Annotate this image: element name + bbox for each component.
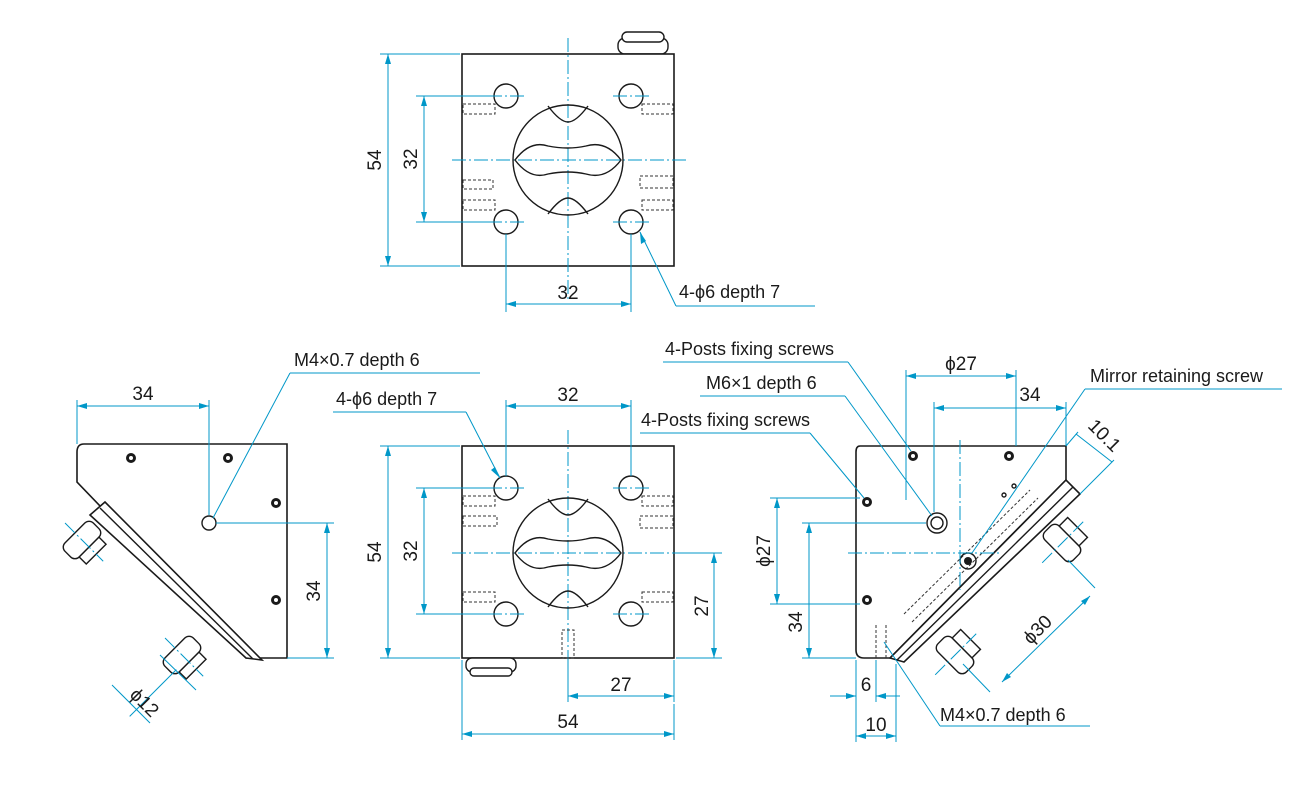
front-view-dim-32-v: 32: [401, 487, 494, 615]
top-view-dim-54-text: 54: [365, 149, 386, 171]
top-view-bore: [512, 104, 624, 216]
right-view-screws: [862, 451, 1017, 605]
left-view-screws: [126, 453, 281, 605]
right-view-leader-mirror: Mirror retaining screw: [971, 366, 1282, 554]
front-view-knob: [465, 657, 517, 677]
front-view-dim-54h-text: 54: [557, 712, 579, 733]
front-view-hidden-threads: [462, 495, 674, 659]
right-view-knob-lower: [933, 628, 982, 677]
right-view-mirror-label: Mirror retaining screw: [1090, 366, 1264, 386]
right-view-dim-6: 6: [830, 660, 900, 742]
top-view-hidden-threads: [462, 103, 674, 211]
left-view-dim-34-v: 34: [216, 522, 334, 659]
left-view-knob-upper: [62, 520, 108, 566]
top-view-dim-32-h: 32: [505, 234, 632, 312]
right-view-dim-phi27-top-text: ϕ27: [945, 354, 977, 375]
right-view-leader-posts-1: 4-Posts fixing screws: [663, 339, 912, 452]
front-view-dim-54-text: 54: [365, 541, 386, 563]
front-view-bore: [512, 497, 624, 609]
right-view-dim-34-top-text: 34: [1019, 385, 1041, 406]
right-view-dim-phi27-left-text: ϕ27: [754, 535, 775, 567]
right-view: 4-Posts fixing screws M6×1 depth 6 4-Pos…: [640, 339, 1282, 742]
top-view-holes-label: 4-ϕ6 depth 7: [679, 282, 780, 302]
top-view: 54 32 32 4-ϕ6 depth 7: [365, 31, 815, 312]
left-view-dim-34-h: 34: [76, 384, 210, 515]
right-view-dim-34-top: 34: [933, 385, 1067, 512]
left-view-dim-34v-text: 34: [304, 580, 325, 602]
right-view-body: [855, 445, 1067, 659]
front-view-dim-54: 54: [365, 445, 460, 659]
right-view-dim-34-left-text: 34: [786, 611, 807, 633]
left-view-leader-tap: M4×0.7 depth 6: [212, 350, 480, 519]
right-view-dim-phi27-left: ϕ27: [754, 497, 860, 605]
left-view-body: [76, 443, 288, 659]
left-view: 34 34 M4×0.7 depth 6 ϕ12: [62, 350, 480, 724]
right-view-leader-tap: M4×0.7 depth 6: [883, 641, 1090, 727]
right-view-leader-posts-2: 4-Posts fixing screws: [640, 410, 865, 499]
right-view-knob-upper: [1040, 516, 1089, 565]
front-view-dim-27v-text: 27: [692, 595, 713, 616]
right-view-dim-10: 10: [856, 664, 897, 742]
right-view-posts-label-1: 4-Posts fixing screws: [665, 339, 834, 359]
left-view-dim-phi12-text: ϕ12: [125, 684, 162, 721]
top-view-dim-54: 54: [365, 53, 460, 267]
right-view-dim-10-1-text: 10.1: [1083, 416, 1124, 457]
right-view-m6-label: M6×1 depth 6: [706, 373, 817, 393]
right-view-dim-phi30-text: ϕ30: [1019, 611, 1056, 648]
top-view-leader-holes: 4-ϕ6 depth 7: [639, 231, 815, 307]
front-view-dim-27-v: 27: [676, 552, 722, 659]
top-view-dim-32v-text: 32: [401, 148, 422, 169]
front-view-dim-32h-text: 32: [557, 385, 578, 406]
right-view-dim-6-text: 6: [861, 675, 872, 696]
left-view-dim-34h-text: 34: [132, 384, 154, 405]
front-view-dim-27h-text: 27: [610, 675, 631, 696]
front-view-dim-32-h: 32: [505, 385, 632, 476]
left-view-knob-lower: [162, 635, 208, 681]
right-view-dim-10-1: 10.1: [1065, 416, 1124, 495]
front-view: 4-ϕ6 depth 7 32 54 32: [333, 385, 722, 740]
front-view-dim-32v-text: 32: [401, 540, 422, 561]
front-view-dim-54-h: 54: [461, 660, 675, 740]
right-view-dim-10-text: 10: [865, 715, 886, 736]
front-view-leader-holes: 4-ϕ6 depth 7: [333, 389, 501, 479]
top-view-dim-32-v: 32: [401, 95, 494, 223]
top-view-knob: [617, 31, 669, 55]
front-view-dim-27-h: 27: [567, 660, 675, 702]
top-view-dim-32h-text: 32: [557, 283, 578, 304]
left-view-tap-label: M4×0.7 depth 6: [294, 350, 420, 370]
right-view-leader-m6: M6×1 depth 6: [700, 373, 933, 517]
right-view-posts-label-2: 4-Posts fixing screws: [641, 410, 810, 430]
right-view-dim-34-left: 34: [786, 522, 926, 659]
right-view-tap-label: M4×0.7 depth 6: [940, 705, 1066, 725]
front-view-holes-label: 4-ϕ6 depth 7: [336, 389, 437, 409]
